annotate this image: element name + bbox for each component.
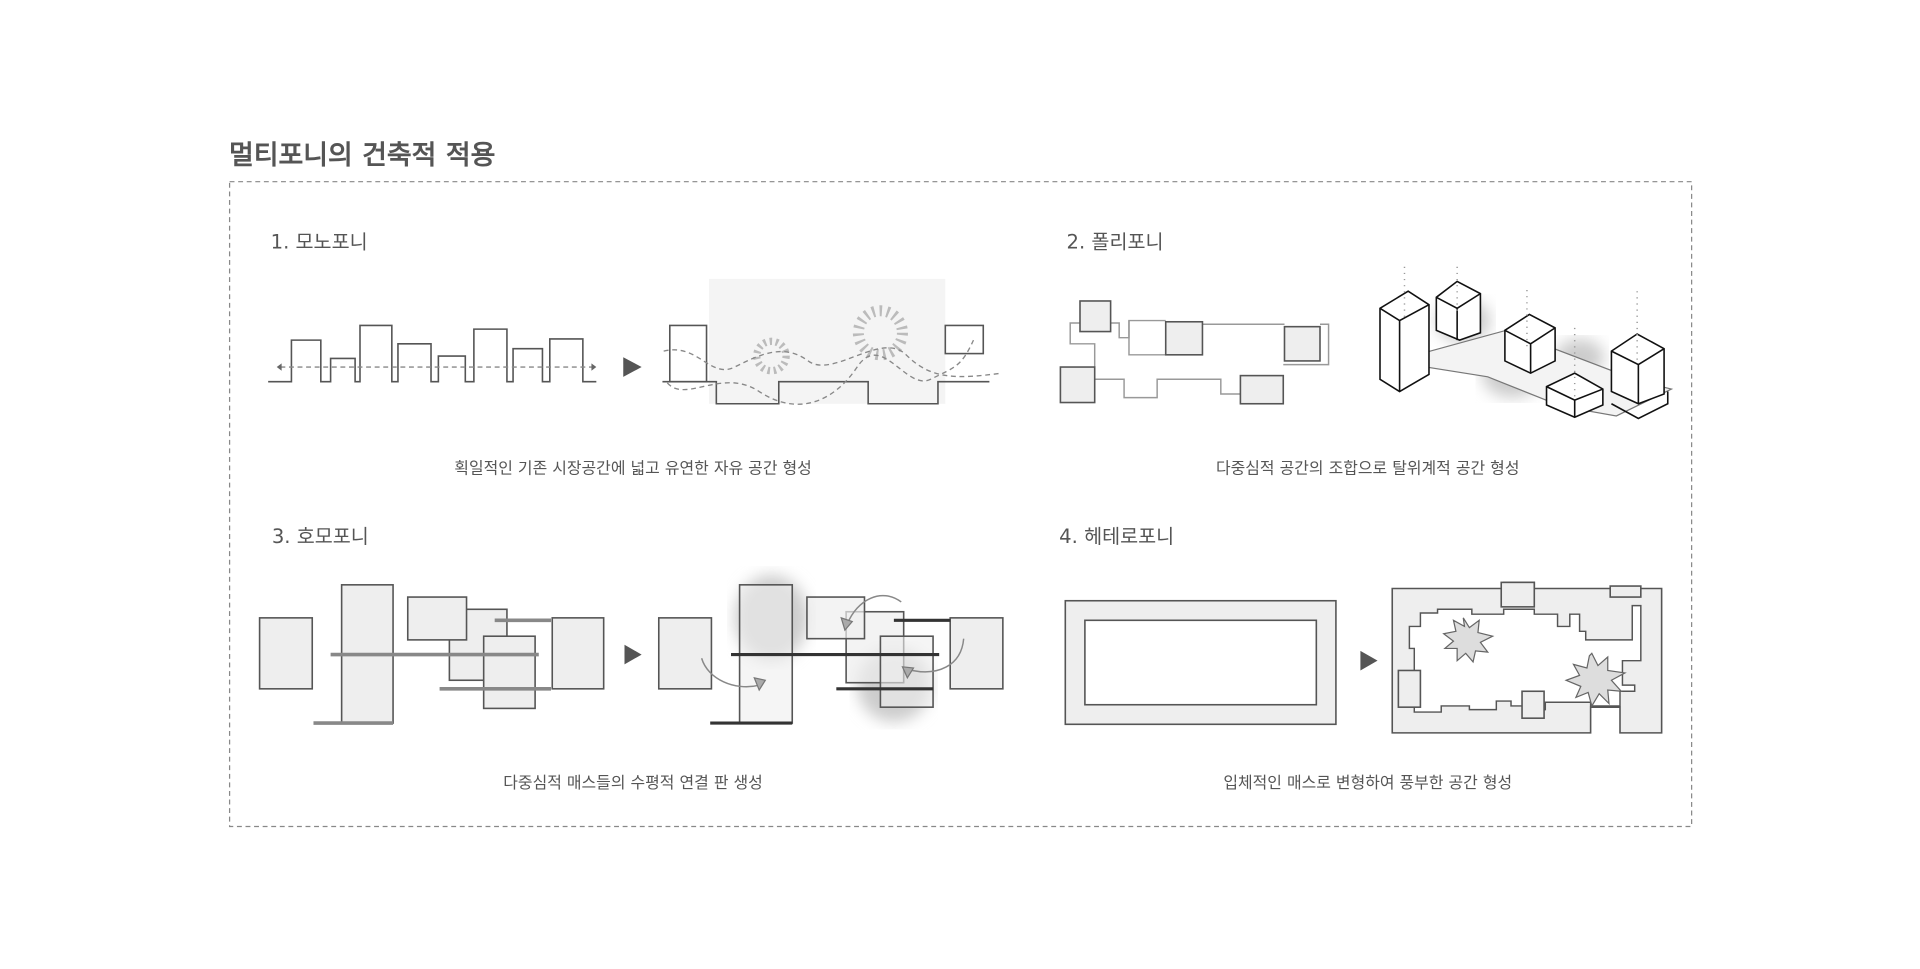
panel-caption: 다중심적 공간의 조합으로 탈위계적 공간 형성	[1216, 458, 1519, 477]
plan-before	[1059, 300, 1330, 405]
panel-caption: 획일적인 기존 시장공간에 넓고 유연한 자유 공간 형성	[454, 458, 811, 477]
skyline-before	[268, 324, 597, 383]
transform-arrow-icon	[1360, 650, 1378, 671]
courtyard-after	[1391, 581, 1663, 734]
panel-monophony: 1. 모노포니 획일적인 기존 시장공간에 넓고 유연한 자유 공간 형성	[268, 230, 1002, 477]
masses-after	[657, 575, 1004, 725]
panel-heterophony: 4. 헤테로포니 입체적인 매스로 변형하여 풍부한 공간 형성	[1059, 525, 1663, 792]
open-space-after	[662, 278, 1002, 405]
transform-arrow-icon	[623, 357, 642, 377]
panel-heading: 2. 폴리포니	[1067, 230, 1164, 253]
panel-homophony: 3. 호모포니	[258, 525, 1004, 792]
panel-caption: 입체적인 매스로 변형하여 풍부한 공간 형성	[1223, 773, 1512, 792]
arrow-left-icon	[276, 363, 282, 371]
panel-heading: 4. 헤테로포니	[1059, 525, 1174, 548]
direction-arrow-icon	[753, 616, 915, 692]
panel-caption: 다중심적 매스들의 수평적 연결 판 생성	[503, 773, 763, 792]
arrow-right-icon	[591, 363, 597, 371]
panel-heading: 1. 모노포니	[271, 230, 368, 253]
transform-arrow-icon	[624, 644, 642, 665]
burst-icon	[753, 305, 908, 375]
panel-polyphony: 2. 폴리포니	[1059, 230, 1674, 477]
page-title: 멀티포니의 건축적 적용	[229, 140, 495, 171]
courtyard-before	[1064, 599, 1337, 726]
isometric-after	[1379, 266, 1674, 420]
masses-before	[258, 584, 605, 725]
content-frame	[228, 181, 1693, 828]
burst-icon	[1442, 617, 1627, 708]
panel-heading: 3. 호모포니	[272, 525, 369, 548]
